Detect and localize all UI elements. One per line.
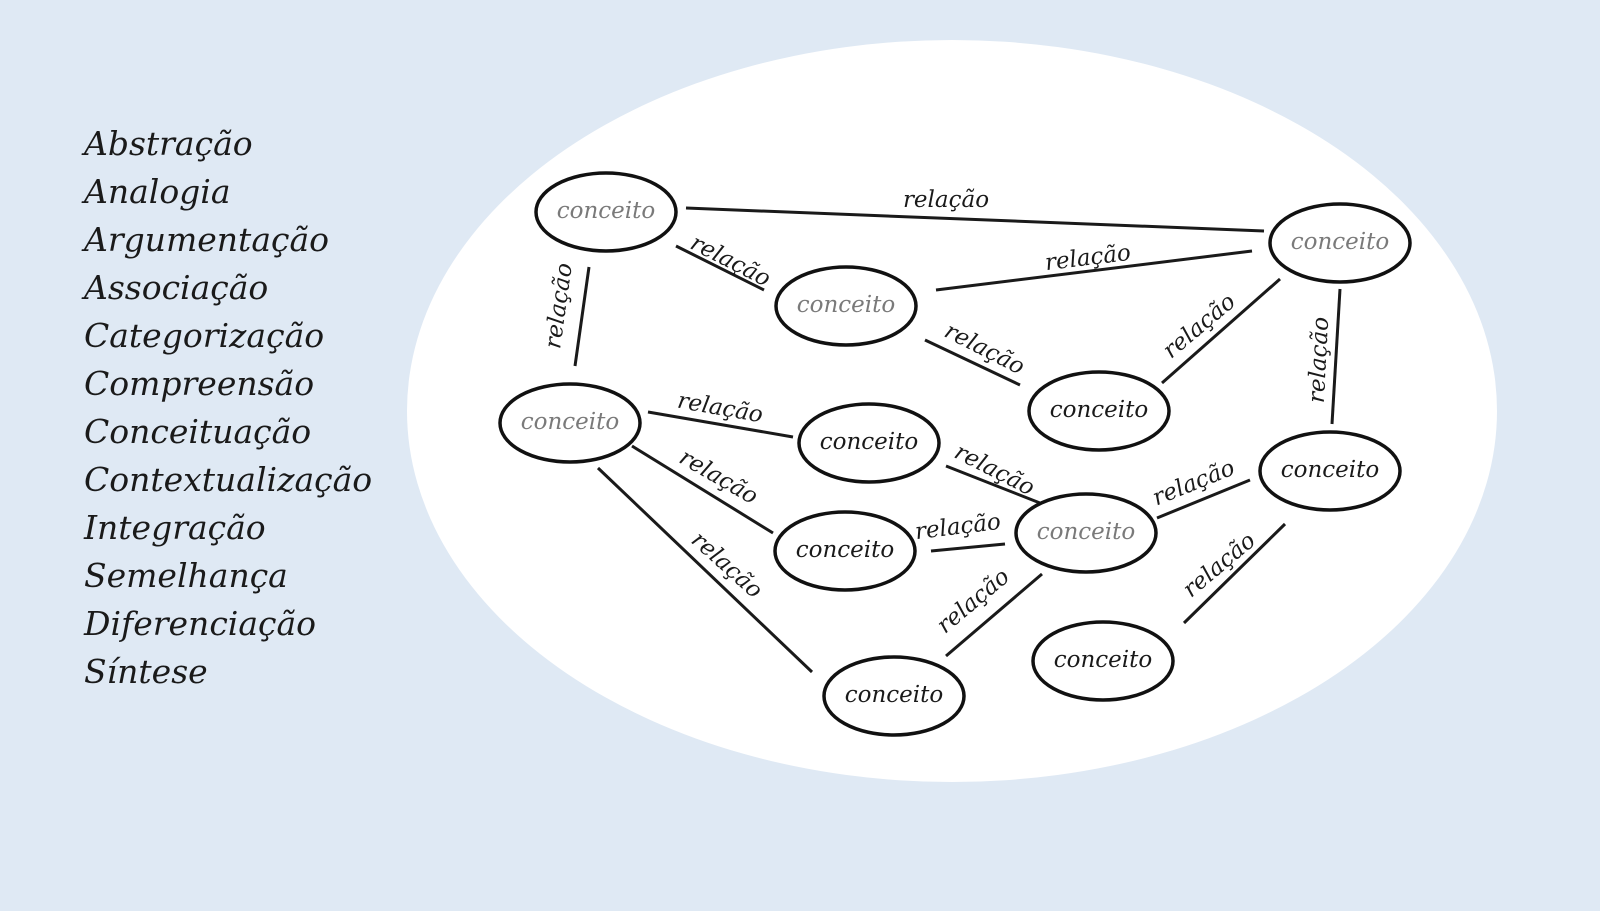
concept-node: conceito [797,402,941,484]
concept-node-shape [1014,492,1158,574]
concept-node-shape [822,655,966,737]
concept-node-label: conceito [521,409,619,435]
term-item: Argumentação [84,220,330,259]
relation-line [685,206,1265,233]
relation-line [631,444,774,535]
relation-line [1182,522,1287,625]
concept-node-shape [498,382,642,464]
relation-line [596,466,814,674]
concept-node-label: conceito [1054,647,1152,673]
concept-node: conceito [534,171,678,253]
relation-label: relação [903,187,989,213]
concept-node: conceito [1258,430,1402,512]
concept-node-label: conceito [845,682,943,708]
concept-node: conceito [1268,202,1412,284]
relation-label: relação [1304,316,1334,403]
term-item: Conceituação [84,412,312,451]
concept-node-label: conceito [1291,229,1389,255]
concept-node-shape [773,510,917,592]
concept-node-shape [1268,202,1412,284]
concept-node-shape [797,402,941,484]
concept-node-label: conceito [797,292,895,318]
term-item: Contextualização [84,460,373,499]
relation-line [1156,478,1251,520]
relation-line [1161,277,1281,385]
concept-node: conceito [1027,370,1171,452]
term-item: Síntese [84,652,208,691]
concept-node-label: conceito [1050,397,1148,423]
relation-line [945,572,1043,658]
concept-node: conceito [822,655,966,737]
term-item: Analogia [84,172,231,211]
nodes-layer: conceito conceito conceito conceito conceito… [498,171,1412,737]
concept-node: conceito [773,510,917,592]
concept-node-label: conceito [1281,457,1379,483]
relation-line [930,542,1006,553]
relation-line [1330,288,1342,425]
relation-line [935,249,1253,292]
relation-line [924,338,1021,387]
term-item: Integração [84,508,266,547]
term-item: Categorização [84,316,325,355]
relation-line [647,410,794,439]
map-area-background [407,40,1497,782]
term-item: Compreensão [84,364,315,403]
concept-node-shape [774,265,918,347]
concept-node-label: conceito [1037,519,1135,545]
concept-node-shape [534,171,678,253]
term-item: Semelhança [84,556,288,595]
concept-node-label: conceito [820,429,918,455]
term-item: Diferenciação [84,604,317,643]
concept-node-label: conceito [796,537,894,563]
concept-node-shape [1027,370,1171,452]
relation-line [945,464,1041,505]
concept-node: conceito [498,382,642,464]
concept-node: conceito [1014,492,1158,574]
concept-node-shape [1031,620,1175,702]
relation-line [573,266,591,367]
term-item: Associação [84,268,269,307]
term-item: Abstração [84,124,253,163]
concept-node-label: conceito [557,198,655,224]
concept-node: conceito [1031,620,1175,702]
concept-node: conceito [774,265,918,347]
concept-node-shape [1258,430,1402,512]
relation-line [675,244,765,292]
